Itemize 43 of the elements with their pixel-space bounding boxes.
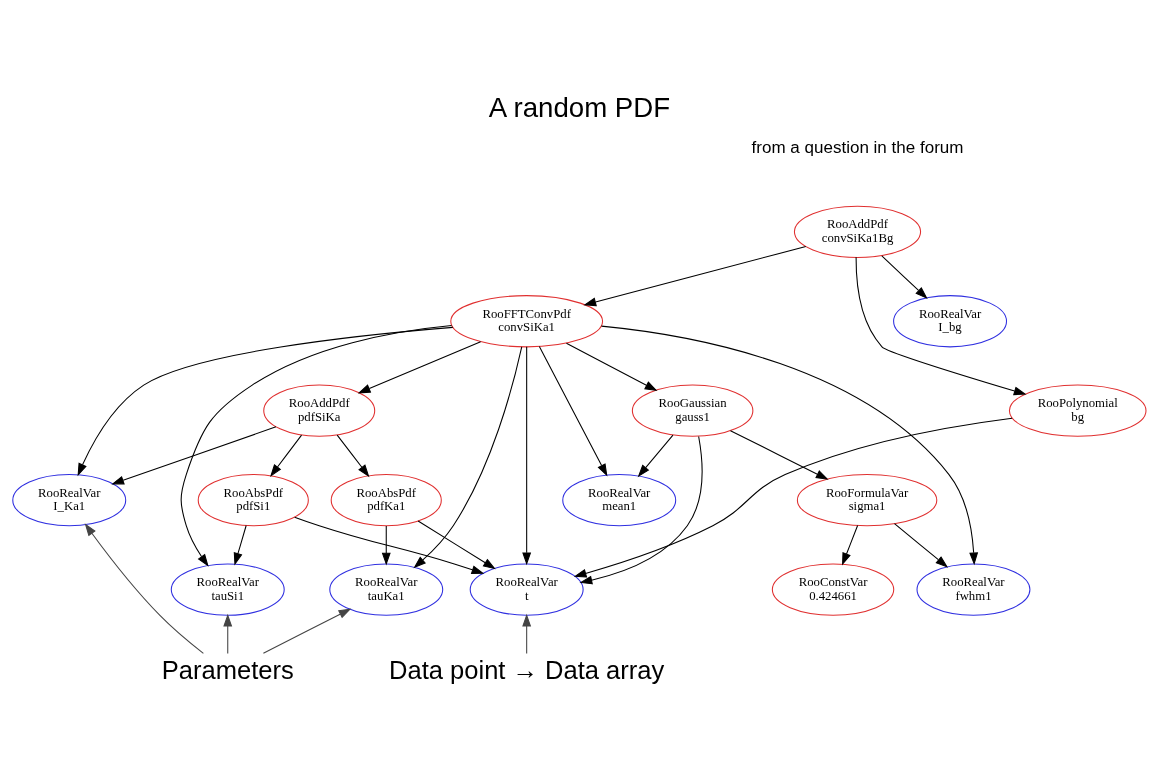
arrow (77, 326, 454, 477)
arrow (579, 435, 703, 585)
arrow (729, 430, 829, 480)
arrow (180, 324, 453, 567)
arrow (522, 346, 532, 566)
arrow (336, 434, 370, 478)
arrow (417, 520, 496, 570)
arrow (855, 256, 1027, 396)
arrow (270, 434, 303, 477)
arrow (111, 426, 277, 485)
node-ellipse: RooGaussian gauss1 (631, 384, 754, 437)
arrow (522, 613, 532, 654)
arrow (262, 608, 352, 654)
node-ellipse: RooRealVar mean1 (562, 474, 677, 527)
node-ellipse: RooFormulaVar sigma1 (796, 474, 938, 527)
diagram-title: A random PDF (488, 91, 671, 123)
arrow (583, 245, 807, 307)
node-text: Parameters (161, 656, 294, 685)
node-ellipse: RooConstVar 0.424661 (771, 563, 895, 616)
arrow (223, 613, 233, 654)
arrow (233, 525, 247, 566)
node-text: Data point → Data array (389, 656, 665, 685)
arrow (573, 417, 1013, 578)
node-ellipse: RooAbsPdf pdfSi1 (197, 474, 309, 527)
arrow (381, 525, 391, 566)
arrow (84, 523, 204, 654)
label: from a question in the forum (751, 137, 964, 157)
node-ellipse: RooRealVar tauKa1 (329, 563, 444, 616)
node-ellipse: RooRealVar fwhm1 (916, 563, 1031, 616)
node-ellipse: RooAddPdf convSiKa1Bg (793, 205, 922, 258)
arrow (538, 345, 608, 477)
node-ellipse: RooRealVar I_bg (893, 295, 1008, 348)
arrow (893, 523, 949, 568)
arrow (565, 342, 658, 392)
arrow (881, 255, 928, 300)
arrow (600, 325, 979, 566)
arrow (842, 525, 859, 566)
arrow (413, 346, 523, 569)
arrow (294, 516, 485, 574)
node-ellipse: RooAbsPdf pdfKa1 (330, 474, 442, 527)
arrow (637, 434, 674, 478)
arrow (357, 341, 482, 394)
node-ellipse: RooRealVar tauSi1 (170, 563, 285, 616)
